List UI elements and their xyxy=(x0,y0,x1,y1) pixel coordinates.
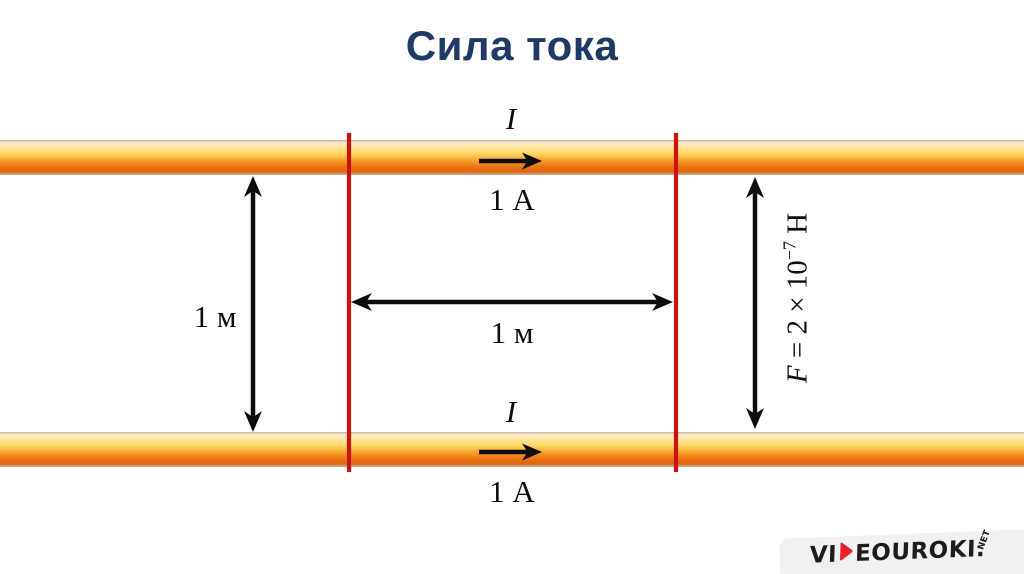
current-value-bottom: 1 А xyxy=(489,474,535,509)
force-label: F = 2 × 10−7 Н xyxy=(780,213,815,383)
force-exponent: −7 xyxy=(779,241,800,261)
logo-suffix: EOUROKI. xyxy=(854,535,986,568)
separation-label: 1 м xyxy=(193,299,237,334)
segment-marker-left xyxy=(347,133,351,472)
logo-prefix: VI xyxy=(809,541,838,569)
separation-arrow-icon xyxy=(242,176,264,437)
force-symbol: F xyxy=(781,365,814,384)
current-value-top: 1 А xyxy=(489,182,535,217)
force-equation: = 2 × 10 xyxy=(781,260,814,366)
segment-marker-right xyxy=(674,133,678,472)
segment-length-label: 1 м xyxy=(490,315,534,350)
wire-top xyxy=(0,140,1024,175)
current-symbol-top: I xyxy=(505,101,517,136)
play-icon xyxy=(837,541,854,568)
current-symbol-bottom: I xyxy=(505,394,517,429)
force-unit: Н xyxy=(781,212,814,242)
current-arrow-bottom-icon xyxy=(477,442,543,467)
current-arrow-top-icon xyxy=(477,151,543,176)
logo-text: VI EOUROKI. NET xyxy=(809,529,1004,569)
segment-length-arrow-icon xyxy=(351,291,673,318)
logo-tld: NET xyxy=(975,529,993,552)
force-arrow-icon xyxy=(744,177,766,434)
logo-band: VI EOUROKI. NET xyxy=(779,529,1024,574)
page-title: Сила тока xyxy=(405,22,619,69)
wire-bottom xyxy=(0,432,1024,467)
